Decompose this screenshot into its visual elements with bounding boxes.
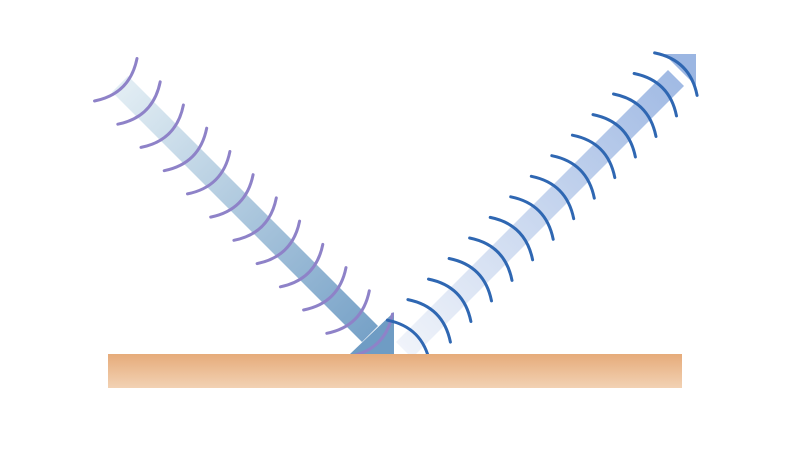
reflected-ray (385, 51, 699, 365)
reflected-wavefront (488, 215, 535, 262)
incident-ray (93, 57, 394, 358)
incident-wavefront (255, 219, 302, 266)
reflecting-surface (108, 354, 682, 388)
incident-wavefront (139, 103, 185, 149)
reflected-wavefront (632, 72, 678, 118)
incident-wavefront (116, 80, 162, 126)
reflected-wavefront (406, 298, 452, 344)
reflected-wavefront (509, 195, 555, 241)
reflected-wavefront (550, 154, 596, 200)
incident-wavefront (162, 126, 209, 173)
incident-arrowhead (350, 312, 394, 354)
reflected-wavefront (612, 92, 658, 138)
incident-wavefront (93, 57, 139, 103)
reflected-wavefront (570, 133, 617, 180)
reflected-wavefront (653, 51, 699, 97)
reflected-wavefront (427, 277, 473, 323)
reflected-wavefront (529, 174, 576, 221)
incident-ray-shaft (112, 76, 378, 342)
reflected-arrowhead (664, 54, 696, 86)
reflected-wavefront (468, 236, 514, 282)
incident-wavefront (278, 242, 325, 289)
incident-wavefront (302, 266, 348, 312)
reflected-wavefront (591, 113, 637, 159)
reflected-wavefronts (385, 51, 699, 365)
incident-wavefront (186, 150, 232, 196)
incident-wavefront (232, 196, 278, 242)
incident-wavefront (209, 173, 255, 219)
incident-wavefront (325, 289, 371, 335)
reflected-wavefront (447, 257, 493, 303)
